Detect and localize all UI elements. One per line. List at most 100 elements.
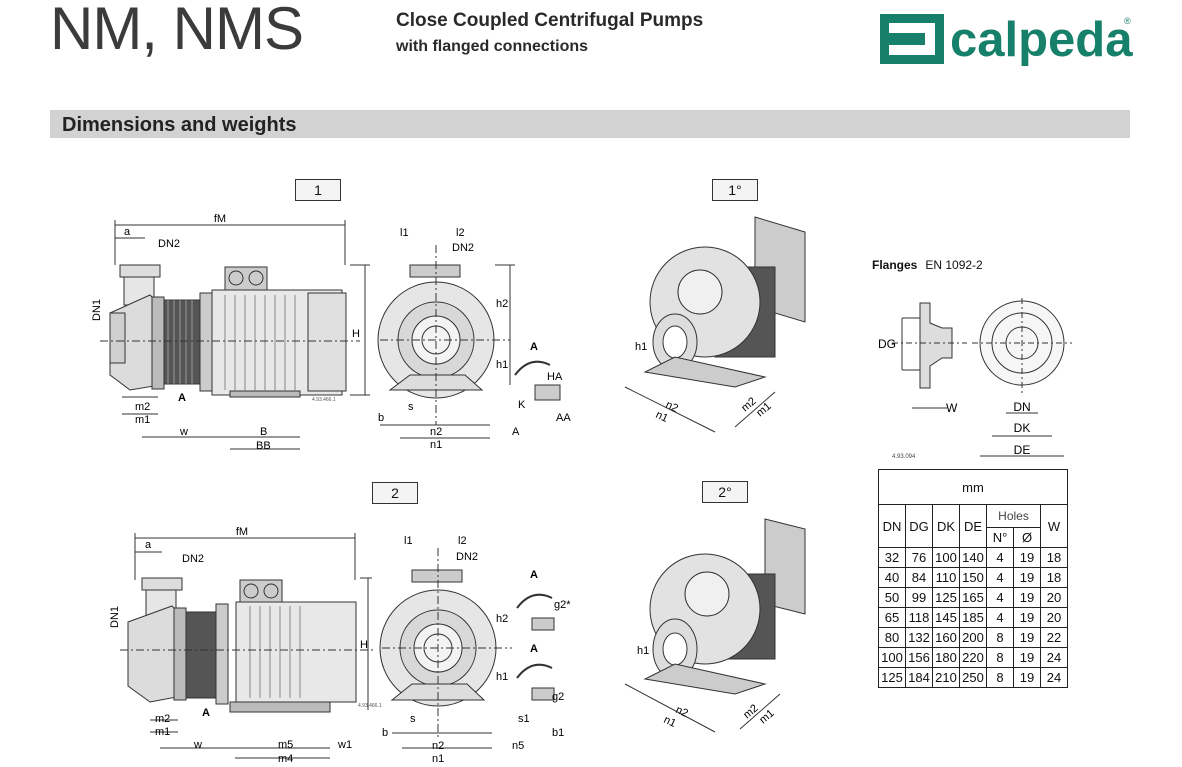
flanges-standard: EN 1092-2 xyxy=(925,258,983,272)
svg-text:HA: HA xyxy=(547,371,563,383)
svg-text:h1: h1 xyxy=(635,341,647,353)
svg-text:DK: DK xyxy=(1014,421,1031,435)
svg-text:B: B xyxy=(260,426,267,438)
svg-text:l1: l1 xyxy=(400,227,409,239)
table-cell: 24 xyxy=(1040,667,1068,688)
svg-text:l1: l1 xyxy=(404,535,413,547)
svg-text:h1: h1 xyxy=(496,359,508,371)
svg-text:w1: w1 xyxy=(337,739,352,751)
svg-text:s: s xyxy=(408,401,414,413)
svg-text:s1: s1 xyxy=(518,713,530,725)
svg-text:n2: n2 xyxy=(430,426,442,438)
svg-text:n2: n2 xyxy=(664,399,680,415)
table-cell: 100 xyxy=(932,547,960,568)
svg-text:m1: m1 xyxy=(155,726,170,738)
table-cell: 210 xyxy=(932,667,960,688)
svg-text:DN2: DN2 xyxy=(452,242,474,254)
table-cell: 118 xyxy=(905,607,933,628)
figure-2b-tag: 2° xyxy=(702,481,748,503)
product-subtitle-2: with flanged connections xyxy=(396,38,589,55)
pump-side-view-2: fM a DN2 DN1 H m2 m1 w m5 m4 w1 A 4.93.4… xyxy=(109,526,382,765)
figure-2-tag: 2 xyxy=(372,482,418,504)
table-cell: 250 xyxy=(959,667,987,688)
svg-text:BB: BB xyxy=(256,440,271,452)
svg-text:n1: n1 xyxy=(662,714,678,730)
svg-text:h2: h2 xyxy=(496,613,508,625)
holes-header: Holes xyxy=(986,504,1041,528)
table-cell: 19 xyxy=(1013,667,1041,688)
table-cell: 4 xyxy=(986,547,1014,568)
table-cell: 140 xyxy=(959,547,987,568)
svg-text:w: w xyxy=(179,426,188,438)
svg-text:H: H xyxy=(360,639,368,651)
table-cell: 4 xyxy=(986,607,1014,628)
svg-text:w: w xyxy=(193,739,202,751)
svg-text:DE: DE xyxy=(1014,443,1031,457)
table-cell: 185 xyxy=(959,607,987,628)
table-cell: 125 xyxy=(878,667,906,688)
svg-text:n2: n2 xyxy=(432,740,444,752)
pump-isometric-2: h1 n2 n1 m2 m1 xyxy=(624,518,806,733)
svg-text:4.93.094: 4.93.094 xyxy=(892,454,916,460)
svg-text:A: A xyxy=(202,707,210,719)
section-header: Dimensions and weights xyxy=(50,110,1130,138)
svg-text:s: s xyxy=(410,713,416,725)
svg-text:m2: m2 xyxy=(155,713,170,725)
section-title: Dimensions and weights xyxy=(62,114,297,136)
svg-text:b1: b1 xyxy=(552,727,564,739)
pump-isometric-1: h1 n2 n1 m2 m1 xyxy=(624,216,806,433)
table-cell: 20 xyxy=(1040,607,1068,628)
svg-text:4.93.466.1: 4.93.466.1 xyxy=(312,397,336,403)
svg-text:fM: fM xyxy=(236,526,248,538)
product-title: NM, NMS xyxy=(50,0,304,62)
svg-text:DG: DG xyxy=(878,337,896,351)
svg-text:g2*: g2* xyxy=(554,599,571,611)
calpeda-logo: calpeda ® xyxy=(880,8,1140,71)
table-cell: 100 xyxy=(878,647,906,668)
svg-text:b: b xyxy=(378,412,384,424)
table-cell: 80 xyxy=(878,627,906,648)
table-cell: 18 xyxy=(1040,547,1068,568)
svg-text:DN: DN xyxy=(1013,400,1030,414)
table-cell: 84 xyxy=(905,567,933,588)
svg-text:h2: h2 xyxy=(496,298,508,310)
table-cell: 150 xyxy=(959,567,987,588)
table-cell: 50 xyxy=(878,587,906,608)
svg-text:b: b xyxy=(382,727,388,739)
table-cell: 125 xyxy=(932,587,960,608)
table-cell: 18 xyxy=(1040,567,1068,588)
product-subtitle: Close Coupled Centrifugal Pumps xyxy=(396,10,704,31)
svg-text:m4: m4 xyxy=(278,753,293,765)
table-cell: 180 xyxy=(932,647,960,668)
svg-text:l2: l2 xyxy=(456,227,465,239)
table-cell: 19 xyxy=(1013,587,1041,608)
svg-text:m1: m1 xyxy=(757,707,776,726)
svg-text:n5: n5 xyxy=(512,740,524,752)
svg-text:4.93.466.1: 4.93.466.1 xyxy=(358,703,382,709)
table-cell: 4 xyxy=(986,587,1014,608)
table-cell: 8 xyxy=(986,667,1014,688)
table-cell: 19 xyxy=(1013,627,1041,648)
table-cell: 22 xyxy=(1040,627,1068,648)
svg-text:K: K xyxy=(518,399,526,411)
table-cell: 19 xyxy=(1013,607,1041,628)
table-unit-header: mm xyxy=(878,469,1068,505)
table-cell: 8 xyxy=(986,647,1014,668)
svg-text:AA: AA xyxy=(556,412,571,424)
pump-front-view-1: l1 l2 DN2 h2 h1 A HA K b s n2 n1 A AA xyxy=(377,227,571,451)
svg-text:A: A xyxy=(512,426,520,438)
svg-text:A: A xyxy=(530,643,538,655)
table-cell: 19 xyxy=(1013,647,1041,668)
svg-text:m2: m2 xyxy=(135,401,150,413)
svg-text:DN2: DN2 xyxy=(158,238,180,250)
svg-text:DN2: DN2 xyxy=(456,551,478,563)
figure-1-tag: 1 xyxy=(295,179,341,201)
